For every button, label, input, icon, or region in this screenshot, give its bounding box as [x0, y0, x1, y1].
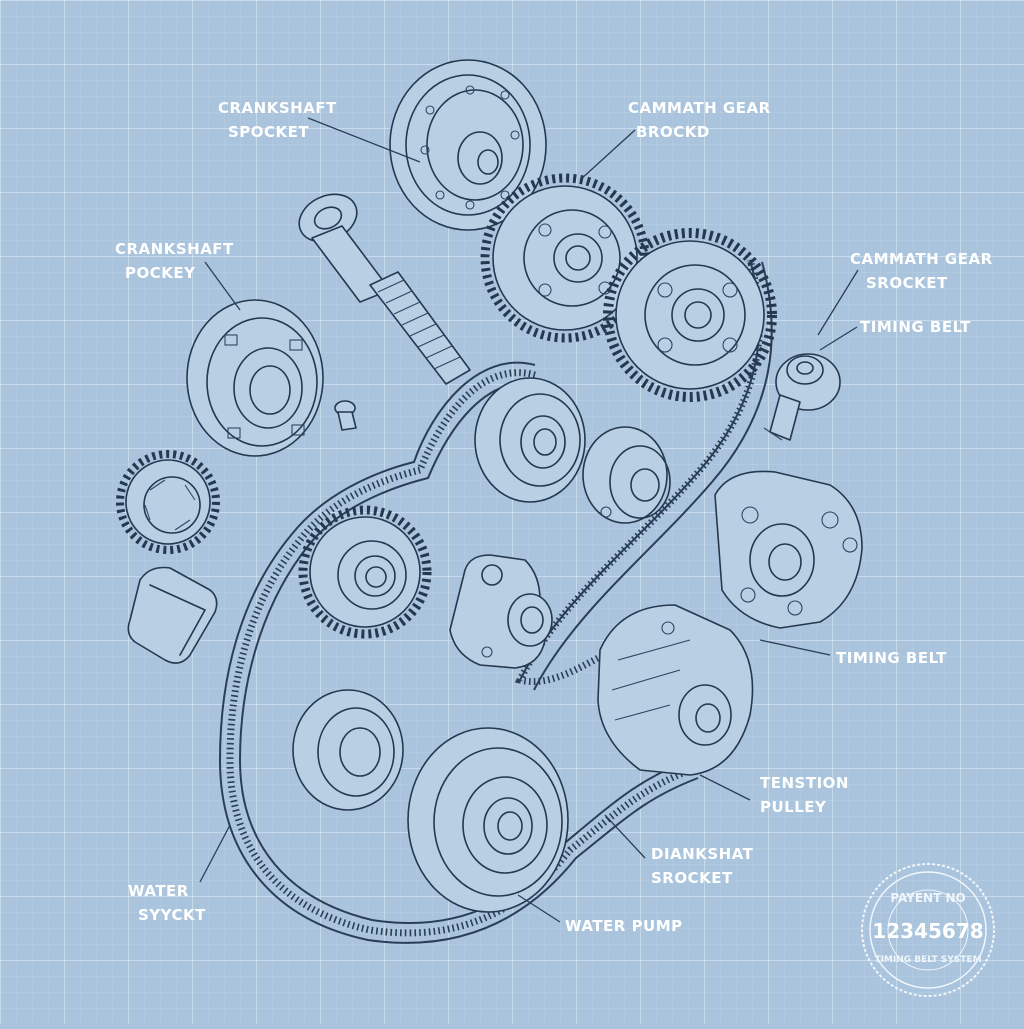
crank-pulley-large — [407, 727, 569, 913]
stamp-bottom-text: TIMING BELT SYSTEM — [874, 955, 981, 965]
tensioner-bracket — [449, 554, 553, 669]
leader-lines — [199, 117, 859, 923]
label-water-syyckt-1: WATER — [128, 882, 189, 900]
cam-gear-large — [603, 228, 777, 402]
label-diankshat-srocket-1: DIANKSHAT — [651, 845, 754, 863]
label-cammath-gear-right-1: CAMMATH GEAR — [850, 250, 993, 268]
label-crankshaft-sprocket-top-1: CRANKSHAFT — [218, 99, 337, 117]
label-diankshat-srocket-2: SROCKET — [651, 869, 733, 887]
label-timing-belt-top: TIMING BELT — [860, 318, 971, 336]
label-crankshaft-sprocket-top-2: SPOCKET — [228, 123, 309, 141]
crank-sprocket-center — [298, 505, 432, 639]
water-pulley-small — [292, 689, 404, 811]
label-crankshaft-pocket-2: POCKEY — [125, 264, 196, 282]
tensioner-bolt — [298, 193, 471, 385]
label-tension-pulley-2: PULLEY — [760, 798, 827, 816]
stamp-top-text: PAYENT NO — [890, 891, 965, 905]
key-block — [127, 566, 218, 664]
label-tension-pulley-1: TENSTION — [760, 774, 849, 792]
label-water-pump: WATER PUMP — [565, 917, 683, 935]
crankshaft-pulley-left — [186, 299, 324, 457]
patent-stamp: PAYENT NO 12345678 TIMING BELT SYSTEM — [861, 863, 995, 997]
label-timing-belt-mid: TIMING BELT — [836, 649, 947, 667]
small-stud — [334, 400, 357, 431]
water-pump-body — [597, 604, 754, 776]
label-crankshaft-pocket-1: CRANKSHAFT — [115, 240, 234, 258]
sensor-part — [763, 353, 841, 441]
label-cammath-gear-top-1: CAMMATH GEAR — [628, 99, 771, 117]
label-cammath-gear-top-2: BROCKD — [636, 123, 710, 141]
idler-pulley-mid — [474, 377, 586, 503]
labels: CRANKSHAFT SPOCKET CAMMATH GEAR BROCKD C… — [115, 99, 993, 935]
top-pulley — [389, 59, 547, 231]
pump-housing — [714, 470, 863, 629]
tensioner-mid — [582, 426, 671, 524]
label-water-syyckt-2: SYYCKT — [138, 906, 206, 924]
label-cammath-gear-right-2: SROCKET — [866, 274, 948, 292]
stamp-number: 12345678 — [872, 919, 983, 943]
small-sprocket-left — [116, 450, 220, 554]
